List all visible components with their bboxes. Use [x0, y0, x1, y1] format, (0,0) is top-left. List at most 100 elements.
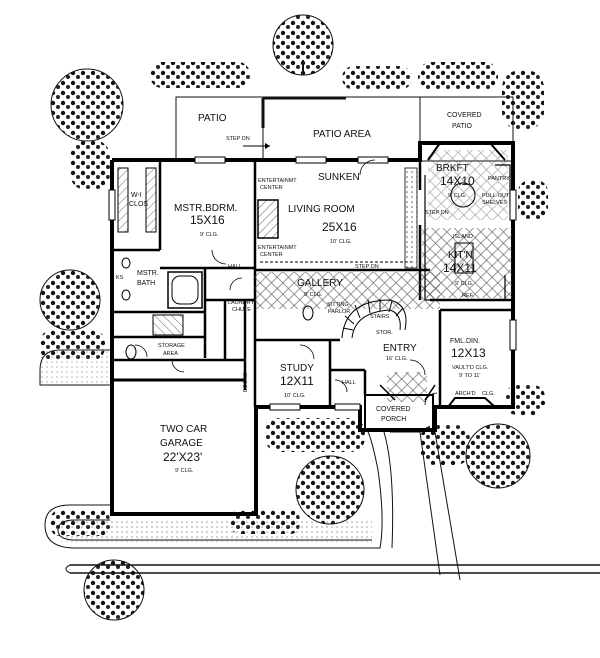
- fixtures: [108, 142, 517, 431]
- hall-bedroom-label: HALL: [228, 264, 242, 270]
- covered-patio-label: COVERED: [447, 112, 482, 119]
- breakfast-floor: [428, 150, 508, 220]
- garage-label-2: GARAGE: [160, 438, 203, 449]
- ref-label: REF.: [462, 293, 474, 299]
- gallery-ceiling: 9' CLG.: [304, 292, 323, 298]
- entry-walls: [379, 384, 436, 401]
- dining-ceiling: VAULT'D CLG.: [452, 365, 489, 371]
- laundry-chute-label: LAUNDRY: [228, 300, 255, 306]
- entertainment-center-bottom: ENTERTAINMT: [258, 245, 297, 251]
- patio-area-label: PATIO AREA: [313, 129, 371, 140]
- annotations: STEP DN STEP DN STEP DN ENTERTAINMT CENT…: [116, 136, 510, 397]
- patio-slab: [175, 96, 514, 162]
- living-room-label-2: LIVING ROOM: [288, 204, 355, 215]
- sitting-parlor-label: SITTING: [327, 302, 349, 308]
- dining-dims: 12X13: [451, 346, 486, 360]
- living-room-dims: 25X16: [322, 220, 357, 234]
- shower-icon: [152, 314, 184, 336]
- kitchen-label: KIT'N: [448, 250, 473, 261]
- tree-icon: [465, 423, 531, 489]
- master-bath-label-2: BATH: [137, 280, 155, 287]
- gallery-floor: [255, 272, 440, 309]
- study-label: STUDY: [280, 363, 314, 374]
- closet-shelf: [117, 167, 129, 233]
- living-room-label: SUNKEN: [318, 172, 360, 183]
- garage-ceiling: 9' CLG.: [175, 468, 194, 474]
- kitchen-dims: 14X11: [443, 261, 477, 275]
- step-dn-breakfast: STEP DN: [425, 210, 449, 216]
- bay-window: [447, 397, 496, 408]
- tree-icon: [50, 68, 124, 142]
- arrow-head: [265, 143, 270, 149]
- tree-icon: [39, 269, 101, 331]
- sink-icon: [121, 257, 131, 269]
- closet-label: W-I: [131, 192, 142, 199]
- bathtub-icon: [167, 271, 203, 309]
- porch-outline: [364, 394, 434, 431]
- sink-icon: [121, 289, 131, 301]
- study-dims: 12X11: [280, 374, 314, 388]
- entertainment-center-top: ENTERTAINMT: [258, 178, 297, 184]
- dining-ceiling-2: 9' TO 11': [459, 373, 480, 379]
- hall-study-label: HALL: [342, 380, 356, 386]
- landscaping: [39, 14, 600, 621]
- closet-shelf: [145, 167, 157, 233]
- master-bedroom-ceiling: 9' CLG.: [200, 232, 219, 238]
- door-swings: [134, 159, 438, 406]
- living-room-ceiling: 10' CLG.: [330, 239, 352, 245]
- room-labels: PATIO PATIO AREA COVERED PATIO MSTR.BDRM…: [129, 112, 489, 474]
- study-ceiling: 10' CLG.: [284, 393, 306, 399]
- breakfast-label: BRKFT: [436, 163, 469, 174]
- stairs-icon: [341, 299, 407, 339]
- fireplace-icon: [257, 199, 279, 239]
- porch-label-2: PORCH: [381, 416, 406, 423]
- breakfast-dims: 14X10: [440, 174, 475, 188]
- entry-ceiling: 16' CLG.: [386, 356, 408, 362]
- step-dn-living: STEP DN: [355, 264, 379, 270]
- window-wall: [404, 167, 418, 269]
- storage-label-2: AREA: [163, 351, 178, 357]
- tree-icon: [83, 559, 145, 621]
- laundry-chute-label-2: CHUTE: [232, 307, 251, 313]
- stairs-label: STAIRS: [370, 314, 390, 320]
- storage-label: STORAGE: [158, 343, 185, 349]
- covered-patio-label-2: PATIO: [452, 123, 473, 130]
- pull-out-label-2: SHELVES: [482, 200, 507, 206]
- planting-bed: [58, 520, 372, 542]
- kitchen-island: [454, 242, 474, 274]
- patio-label: PATIO: [198, 113, 227, 124]
- planting-bed: [40, 350, 110, 385]
- entertainment-center-top-2: CENTER: [260, 185, 283, 191]
- entry-label: ENTRY: [383, 343, 417, 354]
- closet-label-2: CLOS: [129, 201, 148, 208]
- books-label: BOOKS: [243, 372, 249, 392]
- master-bath-label: MSTR.: [137, 270, 159, 277]
- ks-label: KS: [116, 275, 124, 281]
- sitting-parlor-label-2: PARLOR: [328, 309, 350, 315]
- pull-out-label: PULL-OUT: [482, 193, 510, 199]
- tree-icon: [272, 14, 334, 76]
- tree-icon: [295, 455, 365, 525]
- kitchen-counter: [424, 175, 506, 301]
- porch-label: COVERED: [376, 406, 411, 413]
- toilet-icon: [302, 305, 314, 321]
- toilet-icon: [125, 344, 137, 360]
- step-dn-patio: STEP DN: [226, 136, 250, 142]
- garage-label: TWO CAR: [160, 424, 207, 435]
- pantry-label: PANTRY: [488, 176, 510, 182]
- garage-dims: 22'X23': [163, 450, 202, 464]
- table-icon: [450, 182, 476, 208]
- master-bedroom-label: MSTR.BDRM.: [174, 203, 237, 214]
- gallery-label: GALLERY: [297, 278, 343, 289]
- kitchen-ceiling: 9' CLG.: [455, 281, 474, 287]
- entertainment-center-bottom-2: CENTER: [260, 252, 283, 258]
- arched-clg-label: ARCH'D: [455, 391, 476, 397]
- breakfast-ceiling: 9' CLG.: [448, 193, 467, 199]
- entry-floor: [387, 372, 427, 402]
- stor-label: STOR.: [376, 330, 393, 336]
- bay-window: [427, 142, 506, 161]
- island-label: ISLAND: [453, 234, 473, 240]
- dining-label: FML.DIN.: [450, 338, 480, 345]
- master-bedroom-dims: 15X16: [190, 213, 225, 227]
